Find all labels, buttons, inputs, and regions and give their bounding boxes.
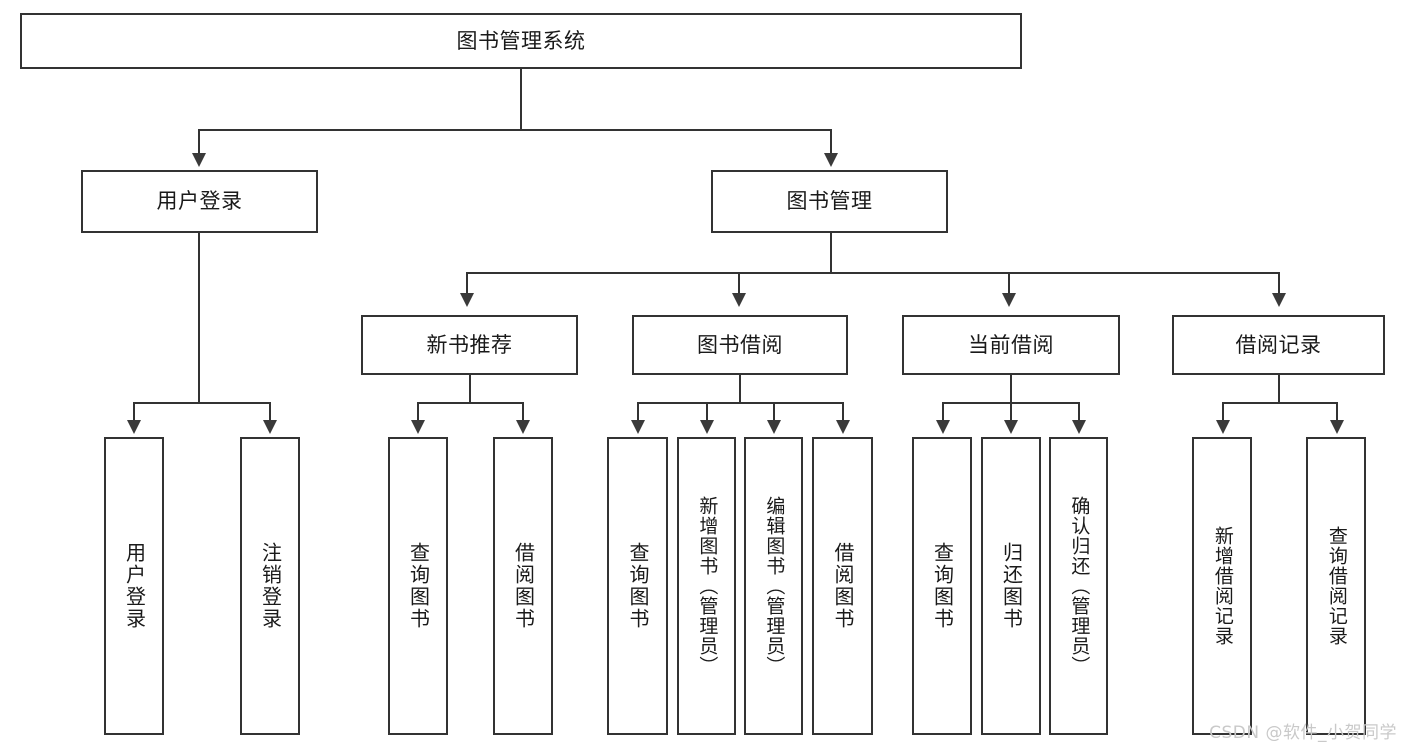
arrow-current-borrow [1002, 293, 1016, 307]
leaf-bb-add-book-admin[interactable]: 新增图书（管理员） [677, 437, 736, 735]
node-label: 用户登录 [156, 189, 243, 214]
leaf-logout[interactable]: 注销登录 [240, 437, 300, 735]
node-label: 当前借阅 [968, 332, 1054, 357]
node-label: 查询图书 [626, 542, 650, 630]
node-label: 归还图书 [999, 542, 1024, 630]
edge-drop-cb-confirm [1078, 402, 1080, 420]
edge-user-login-trunk [198, 233, 200, 403]
arrow-br-add [1216, 420, 1230, 434]
arrow-bb-edit [767, 420, 781, 434]
node-label: 注销登录 [258, 542, 283, 630]
arrow-cb-query [936, 420, 950, 434]
node-label: 查询图书 [930, 542, 955, 630]
node-book-borrow[interactable]: 图书借阅 [632, 315, 848, 375]
arrow-book-borrow [732, 293, 746, 307]
arrow-new-book [460, 293, 474, 307]
node-borrow-record[interactable]: 借阅记录 [1172, 315, 1385, 375]
edge-user-login-spanner [133, 402, 270, 404]
edge-root-trunk [520, 69, 522, 129]
node-label: 借阅图书 [511, 542, 536, 630]
edge-drop-br-query [1336, 402, 1338, 420]
node-root-book-management-system[interactable]: 图书管理系统 [20, 13, 1022, 69]
arrow-leaf-logout [263, 420, 277, 434]
edge-drop-cb-return [1010, 402, 1012, 420]
node-label: 用户登录 [122, 542, 147, 630]
edge-new-book-trunk [469, 375, 471, 403]
leaf-bb-borrow-book[interactable]: 借阅图书 [812, 437, 873, 735]
edge-current-borrow-trunk [1010, 375, 1012, 403]
edge-drop-user-login [198, 129, 200, 155]
edge-drop-borrow-record [1278, 272, 1280, 294]
leaf-nb-query-book[interactable]: 查询图书 [388, 437, 448, 735]
leaf-bb-query-book[interactable]: 查询图书 [607, 437, 668, 735]
edge-book-borrow-trunk [739, 375, 741, 403]
arrow-cb-return [1004, 420, 1018, 434]
edge-drop-bb-add [706, 402, 708, 420]
edge-drop-leaf-user-login [133, 402, 135, 420]
edge-drop-book-borrow [738, 272, 740, 294]
leaf-bb-edit-book-admin[interactable]: 编辑图书（管理员） [744, 437, 803, 735]
node-book-management[interactable]: 图书管理 [711, 170, 948, 233]
node-label: 图书管理 [786, 189, 873, 214]
arrow-user-login [192, 153, 206, 167]
edge-drop-new-book [466, 272, 468, 294]
node-label: 确认归还（管理员） [1068, 496, 1091, 676]
edge-drop-nb-query [417, 402, 419, 420]
edge-book-borrow-spanner [637, 402, 843, 404]
leaf-user-login[interactable]: 用户登录 [104, 437, 164, 735]
arrow-bb-query [631, 420, 645, 434]
edge-drop-current-borrow [1008, 272, 1010, 294]
arrow-br-query [1330, 420, 1344, 434]
node-label: 借阅记录 [1235, 332, 1322, 357]
node-label: 新增借阅记录 [1211, 526, 1234, 646]
arrow-book-management [824, 153, 838, 167]
leaf-br-query-record[interactable]: 查询借阅记录 [1306, 437, 1366, 735]
edge-borrow-record-trunk [1278, 375, 1280, 403]
leaf-nb-borrow-book[interactable]: 借阅图书 [493, 437, 553, 735]
edge-drop-br-add [1222, 402, 1224, 420]
edge-level3-spanner [466, 272, 1280, 274]
edge-level2-spanner [198, 129, 832, 131]
leaf-br-add-record[interactable]: 新增借阅记录 [1192, 437, 1252, 735]
edge-book-management-trunk [830, 233, 832, 273]
node-label: 图书借阅 [697, 332, 783, 357]
edge-borrow-record-spanner [1222, 402, 1336, 404]
node-label: 图书管理系统 [456, 28, 586, 53]
node-label: 新增图书（管理员） [696, 496, 719, 676]
node-label: 借阅图书 [831, 542, 855, 630]
edge-drop-cb-query [942, 402, 944, 420]
edge-drop-leaf-logout [269, 402, 271, 420]
leaf-cb-return-book[interactable]: 归还图书 [981, 437, 1041, 735]
arrow-cb-confirm [1072, 420, 1086, 434]
arrow-bb-add [700, 420, 714, 434]
leaf-cb-query-book[interactable]: 查询图书 [912, 437, 972, 735]
arrow-nb-borrow [516, 420, 530, 434]
edge-drop-bb-query [637, 402, 639, 420]
edge-drop-book-management [830, 129, 832, 155]
node-current-borrow[interactable]: 当前借阅 [902, 315, 1120, 375]
edge-drop-bb-edit [773, 402, 775, 420]
node-new-book-recommend[interactable]: 新书推荐 [361, 315, 578, 375]
edge-drop-bb-borrow [842, 402, 844, 420]
node-user-login[interactable]: 用户登录 [81, 170, 318, 233]
node-label: 编辑图书（管理员） [763, 496, 786, 676]
arrow-nb-query [411, 420, 425, 434]
arrow-leaf-user-login [127, 420, 141, 434]
arrow-borrow-record [1272, 293, 1286, 307]
arrow-bb-borrow [836, 420, 850, 434]
watermark: CSDN @软件_小贺同学 [1209, 723, 1397, 743]
node-label: 查询借阅记录 [1325, 526, 1348, 646]
edge-new-book-spanner [417, 402, 522, 404]
node-label: 新书推荐 [426, 332, 513, 357]
leaf-cb-confirm-return-admin[interactable]: 确认归还（管理员） [1049, 437, 1108, 735]
edge-drop-nb-borrow [522, 402, 524, 420]
node-label: 查询图书 [406, 542, 431, 630]
